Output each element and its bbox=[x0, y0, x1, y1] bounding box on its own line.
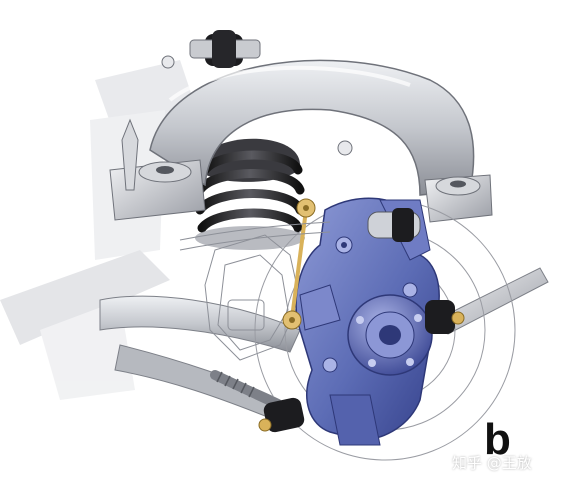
upper-control-arm bbox=[109, 30, 493, 223]
knuckle-upper-bushing bbox=[367, 208, 421, 242]
stabilizer-link bbox=[282, 198, 316, 330]
brake-caliper-outline bbox=[204, 234, 301, 361]
stabilizer-bar-outline bbox=[179, 221, 331, 251]
coil-spring bbox=[195, 138, 305, 250]
wheel-hub bbox=[347, 294, 433, 376]
watermark: 知乎 @王放 bbox=[452, 454, 532, 472]
panel-label: b bbox=[484, 415, 511, 464]
toe-link bbox=[210, 370, 305, 433]
lower-control-arm bbox=[99, 295, 301, 419]
knuckle-rear-bushing bbox=[425, 300, 465, 334]
